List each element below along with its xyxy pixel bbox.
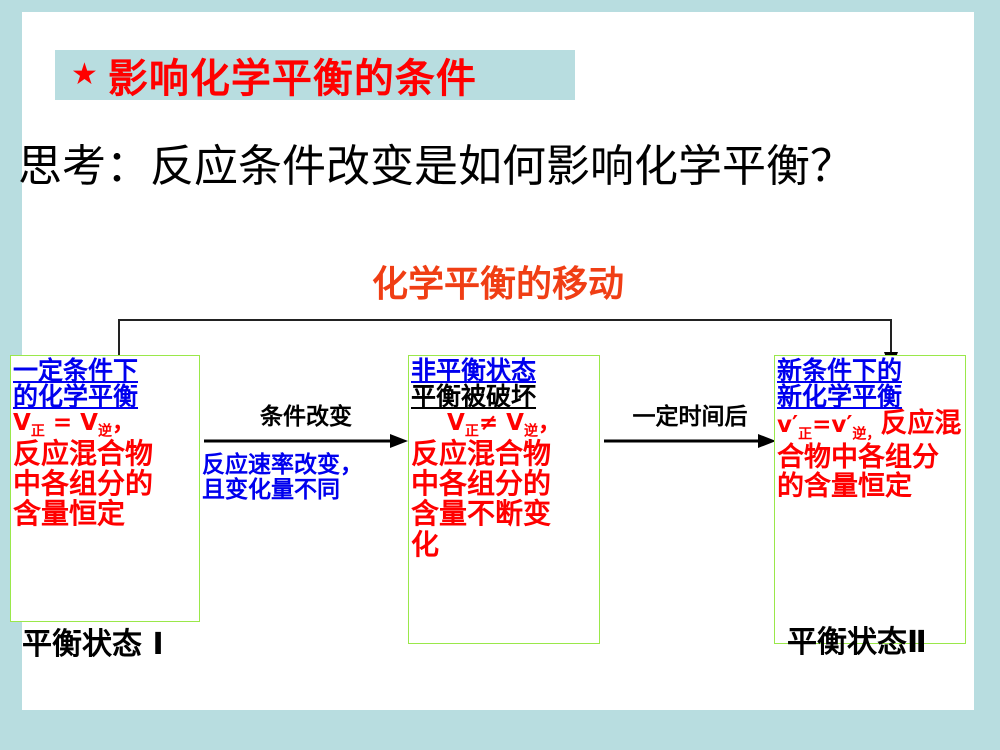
connector-condition-change: 条件改变 反应速率改变， 且变化量不同 [202,397,410,504]
box-2-content: 非平衡状态 平衡被破坏 V正≠ V逆， 反应混合物 中各组分的 含量不断变 化 [409,356,599,560]
box-3-formula-v1: v′ [777,412,799,438]
star-icon: ★ [71,57,98,92]
box-2-header-line2: 平衡被破坏 [411,381,537,411]
box-3-formula-and-body: v′正=v′逆，反应混合物中各组分的含量恒定 [777,409,963,502]
box-2-formula-op: ≠ [478,410,499,436]
box-1-formula-v1: V [13,410,31,436]
slide-title-banner: ★ 影响化学平衡的条件 [55,50,575,102]
box-2-header-line1: 非平衡状态 [411,356,537,385]
box-2-formula-v1: V [447,410,465,436]
subtitle-question: 思考：反应条件改变是如何影响化学平衡？ [18,141,854,192]
box-1-formula: V正 = V逆， [13,410,197,440]
connector-1-bottom-line1: 反应速率改变， [202,452,363,478]
connector-2-top-label: 一定时间后 [632,404,748,430]
connector-after-time: 一定时间后 [602,397,778,451]
box-2-body-line4: 化 [411,527,440,561]
box-2-formula: V正≠ V逆， [411,410,597,440]
box-1-header-line2: 的化学平衡 [13,381,139,411]
caption-equilibrium-state-1: 平衡状态 I [22,627,164,662]
box-2-formula-sub2: 逆 [523,423,538,440]
box-2-formula-v2: V [506,410,524,436]
slide-canvas: ★ 影响化学平衡的条件 思考：反应条件改变是如何影响化学平衡？ 化学平衡的移动 … [10,12,974,710]
state-box-equilibrium-1: 一定条件下 的化学平衡 V正 = V逆， 反应混合物 中各组分的 含量恒定 [10,355,200,622]
box-1-header-line1: 一定条件下 [13,356,139,385]
box-3-formula-v2: v′ [831,412,853,438]
box-1-formula-sub1: 正 [30,423,45,440]
connector-1-top-label: 条件改变 [260,404,352,430]
box-1-body-line3: 含量恒定 [13,497,126,531]
box-1-body-line2: 中各组分的 [13,467,154,501]
box-2-body-line2: 中各组分的 [411,467,552,501]
box-2-body-line3: 含量不断变 [411,497,552,531]
box-3-formula-sub1: 正 [798,426,813,443]
box-2-body-line1: 反应混合物 [411,436,552,470]
box-3-formula-sub2: 逆 [852,426,867,443]
section-heading: 化学平衡的移动 [371,264,624,305]
box-3-body-text: 反应混合物中各组分的含量恒定 [777,408,962,503]
box-3-header-line1: 新条件下的 [777,356,903,385]
box-1-formula-op: = [52,410,73,436]
state-box-equilibrium-2: 新条件下的 新化学平衡 v′正=v′逆，反应混合物中各组分的含量恒定 [774,355,966,644]
box-1-formula-sub2: 逆 [97,423,112,440]
state-box-nonequilibrium: 非平衡状态 平衡被破坏 V正≠ V逆， 反应混合物 中各组分的 含量不断变 化 [408,355,600,644]
box-1-content: 一定条件下 的化学平衡 V正 = V逆， 反应混合物 中各组分的 含量恒定 [11,356,199,530]
box-2-formula-sub1: 正 [464,423,479,440]
arrow-right-icon-2 [604,434,776,448]
box-3-formula-op: = [812,412,832,438]
caption-equilibrium-state-2: 平衡状态Ⅱ [787,625,927,660]
box-3-formula-comma: ， [866,426,881,443]
connector-1-bottom-line2: 且变化量不同 [202,477,340,504]
box-1-formula-comma: ， [111,410,135,436]
connector-1-bottom-label: 反应速率改变， 且变化量不同 [202,452,410,504]
page-title: 影响化学平衡的条件 [107,56,477,102]
box-3-header-line2: 新化学平衡 [777,381,903,411]
arrow-right-icon-1 [204,434,408,448]
box-3-content: 新条件下的 新化学平衡 v′正=v′逆，反应混合物中各组分的含量恒定 [775,356,965,502]
box-2-formula-comma: ， [537,410,561,436]
box-1-formula-v2: V [80,410,98,436]
box-1-body-line1: 反应混合物 [13,436,154,470]
